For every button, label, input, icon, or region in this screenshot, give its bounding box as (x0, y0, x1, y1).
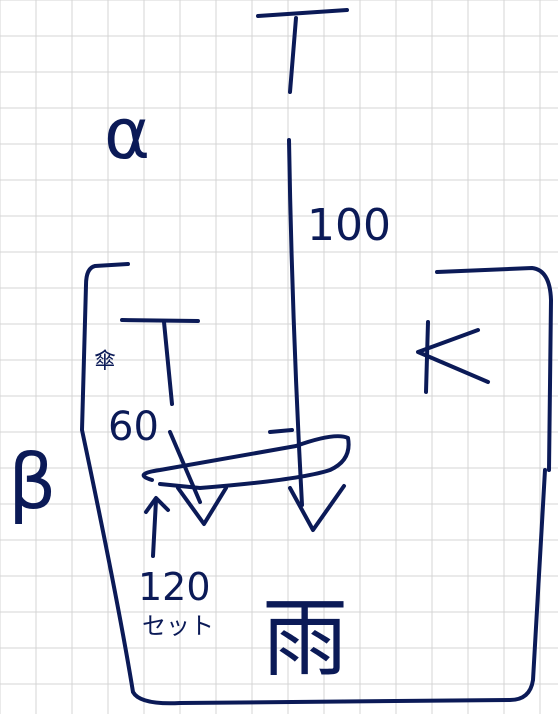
ink-strokes (80, 8, 553, 706)
inner-t-bar (120, 318, 200, 323)
arrow-head-right (288, 484, 346, 532)
arrow-60-head (176, 486, 228, 526)
vertical-line-100 (287, 138, 304, 507)
label-100: 100 (307, 200, 391, 251)
label-beta: β (8, 437, 57, 526)
label-set: セット (142, 612, 214, 640)
top-t-bar (256, 8, 349, 18)
inner-t-stem (162, 320, 174, 406)
label-60: 60 (108, 404, 159, 450)
loop-curve (141, 434, 351, 490)
label-rain: 雨 (262, 589, 348, 689)
kappa-box (435, 266, 553, 472)
top-t-stem (288, 16, 298, 94)
label-alpha: α (104, 93, 150, 175)
kappa-arms (416, 328, 490, 384)
arrow-60-line (168, 430, 202, 504)
arrow-120-head (144, 496, 170, 514)
dash-stroke (268, 428, 294, 434)
label-120: 120 (138, 565, 211, 609)
arrow-120-line (151, 498, 158, 558)
label-small-kanji: 傘 (94, 349, 116, 374)
beta-box (80, 262, 547, 706)
